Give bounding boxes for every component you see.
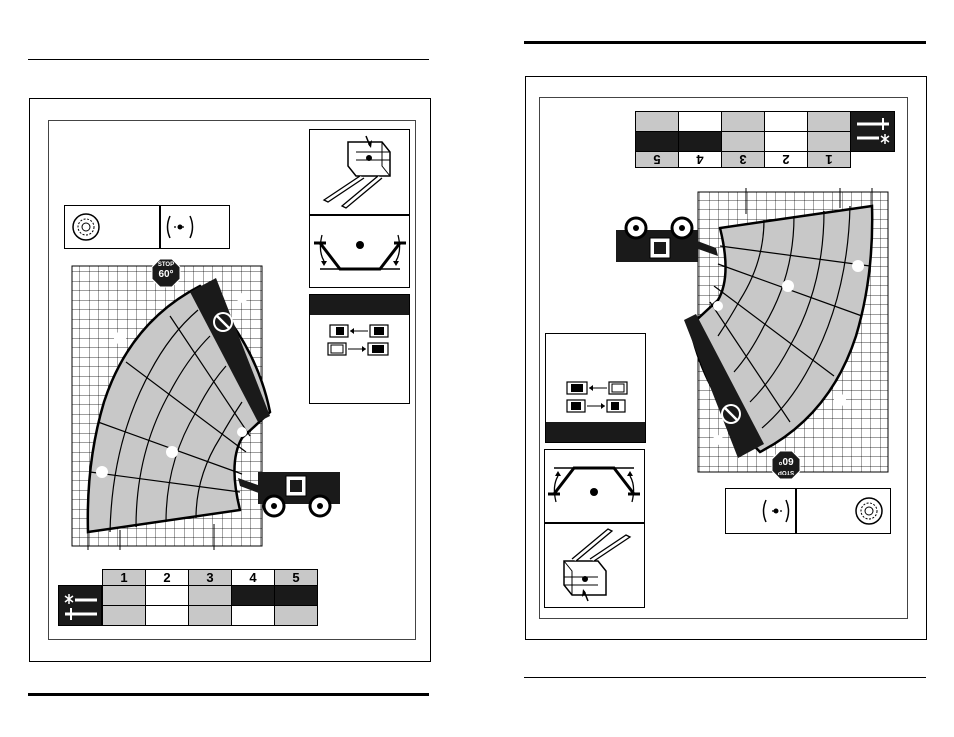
boom-extended-icon [61, 588, 101, 624]
stabilizer-icon-rotated [760, 496, 792, 526]
stabilizer-icon [164, 212, 196, 242]
right-zone-r2-4 [764, 111, 808, 132]
right-zone-num-3: 3 [721, 152, 765, 166]
left-zone-r1-1 [102, 585, 146, 606]
left-zone-legend [58, 585, 102, 626]
right-zone-r2-3 [721, 111, 765, 132]
left-zone-num-3: 3 [188, 571, 232, 585]
fork-carriage-icon-rotated [545, 523, 644, 607]
left-stop-angle: 60° [152, 269, 180, 280]
left-zone-r1-3 [188, 585, 232, 606]
right-zone-num-2: 2 [764, 152, 808, 166]
right-zone-legend [850, 111, 895, 152]
right-zone-r1-2 [678, 131, 722, 152]
frame-level-icon-rotated [545, 450, 644, 522]
right-zone-num-5: 5 [635, 152, 679, 166]
right-top-rule [524, 41, 926, 44]
left-zone-r2-3 [188, 605, 232, 626]
left-zone-num-5: 5 [274, 571, 318, 585]
right-bottom-rule [524, 677, 926, 678]
left-extension-box [309, 294, 410, 404]
extension-arrows-icon [310, 321, 409, 361]
left-stop-word: STOP [152, 262, 180, 268]
boom-extended-icon-rotated [853, 114, 893, 150]
left-zone-r1-4 [231, 585, 275, 606]
right-zone-r2-2 [678, 111, 722, 132]
right-tire-box [725, 488, 891, 534]
right-stop-angle: 60° [772, 455, 800, 466]
left-boom [180, 270, 280, 430]
right-extension-box [545, 333, 646, 443]
right-zone-r1-3 [721, 131, 765, 152]
tire-icon [71, 212, 101, 242]
telehandler-icon-rotated [610, 214, 720, 266]
right-stop-word: STOP [772, 469, 800, 475]
fork-carriage-icon [310, 130, 409, 214]
left-zone-r2-5 [274, 605, 318, 626]
right-attachment-box [544, 449, 645, 608]
right-zone-r2-1 [635, 111, 679, 132]
left-bottom-rule [28, 693, 429, 696]
right-zone-r1-5 [807, 131, 851, 152]
right-zone-r1-1 [635, 131, 679, 152]
left-top-rule [28, 59, 429, 60]
left-zone-r1-5 [274, 585, 318, 606]
left-tire-box [64, 205, 230, 249]
right-zone-num-1: 1 [807, 152, 851, 166]
left-zone-r2-1 [102, 605, 146, 626]
left-zone-num-4: 4 [231, 571, 275, 585]
tire-icon-rotated [854, 496, 884, 526]
left-attachment-box [309, 129, 410, 288]
right-zone-r1-4 [764, 131, 808, 152]
left-zone-r2-4 [231, 605, 275, 626]
right-zone-num-4: 4 [678, 152, 722, 166]
frame-level-icon [310, 215, 409, 287]
left-zone-r1-2 [145, 585, 189, 606]
telehandler-icon [236, 468, 346, 520]
right-boom [674, 306, 774, 466]
extension-arrows-icon-rotated [546, 376, 645, 416]
left-zone-num-1: 1 [102, 571, 146, 585]
right-zone-r2-5 [807, 111, 851, 132]
left-zone-num-2: 2 [145, 571, 189, 585]
left-zone-r2-2 [145, 605, 189, 626]
